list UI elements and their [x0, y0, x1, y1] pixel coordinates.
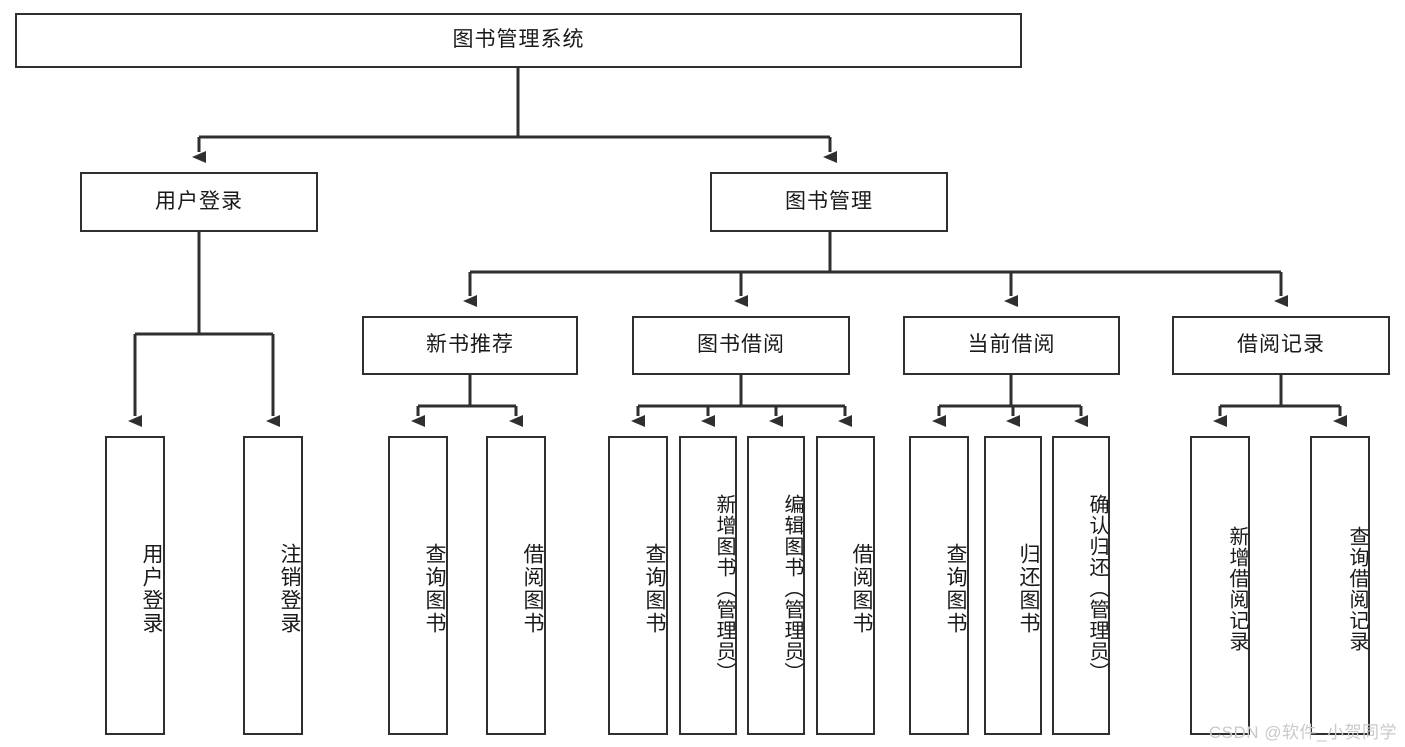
- leaf-query-books-borrow-label: 查询图书: [643, 542, 666, 635]
- node-book-management-label: 图书管理: [785, 189, 873, 213]
- leaf-borrow-books-label: 借阅图书: [850, 542, 873, 635]
- leaf-add-borrow-record-label: 新增借阅记录: [1226, 525, 1248, 652]
- node-current-borrow-label: 当前借阅: [967, 333, 1056, 357]
- node-user-login-label: 用户登录: [155, 189, 243, 213]
- node-root-label: 图书管理系统: [452, 28, 585, 52]
- node-borrow-records[interactable]: 借阅记录: [1172, 316, 1390, 375]
- leaf-query-books-current[interactable]: 查询图书: [909, 436, 969, 735]
- leaf-query-books-new-label: 查询图书: [423, 542, 446, 635]
- node-book-borrow-label: 图书借阅: [697, 333, 785, 357]
- node-root[interactable]: 图书管理系统: [15, 13, 1022, 68]
- leaf-logout-label: 注销登录: [278, 542, 301, 635]
- leaf-add-borrow-record[interactable]: 新增借阅记录: [1190, 436, 1250, 735]
- leaf-query-borrow-record-label: 查询借阅记录: [1346, 525, 1368, 652]
- node-borrow-records-label: 借阅记录: [1237, 333, 1325, 357]
- leaf-borrow-books-new-label: 借阅图书: [521, 542, 544, 635]
- leaf-edit-book-admin[interactable]: 编辑图书（管理员）: [747, 436, 805, 735]
- leaf-borrow-books[interactable]: 借阅图书: [816, 436, 875, 735]
- leaf-query-books-new[interactable]: 查询图书: [388, 436, 448, 735]
- leaf-user-login[interactable]: 用户登录: [105, 436, 165, 735]
- leaf-user-login-label: 用户登录: [140, 542, 163, 635]
- node-new-book-recommend[interactable]: 新书推荐: [362, 316, 578, 375]
- leaf-return-books-label: 归还图书: [1017, 542, 1040, 635]
- node-book-borrow[interactable]: 图书借阅: [632, 316, 850, 375]
- node-current-borrow[interactable]: 当前借阅: [903, 316, 1120, 375]
- node-new-book-recommend-label: 新书推荐: [426, 333, 514, 357]
- leaf-add-book-admin[interactable]: 新增图书（管理员）: [679, 436, 737, 735]
- leaf-borrow-books-new[interactable]: 借阅图书: [486, 436, 546, 735]
- leaf-return-books[interactable]: 归还图书: [984, 436, 1042, 735]
- node-user-login[interactable]: 用户登录: [80, 172, 318, 232]
- leaf-query-borrow-record[interactable]: 查询借阅记录: [1310, 436, 1370, 735]
- leaf-add-book-admin-label: 新增图书（管理员）: [713, 494, 735, 683]
- leaf-confirm-return-admin[interactable]: 确认归还（管理员）: [1052, 436, 1110, 735]
- node-book-management[interactable]: 图书管理: [710, 172, 948, 232]
- leaf-edit-book-admin-label: 编辑图书（管理员）: [781, 494, 803, 683]
- leaf-logout[interactable]: 注销登录: [243, 436, 303, 735]
- leaf-query-books-borrow[interactable]: 查询图书: [608, 436, 668, 735]
- watermark-text: CSDN @软件_小贺同学: [1208, 723, 1397, 742]
- leaf-confirm-return-admin-label: 确认归还（管理员）: [1086, 494, 1108, 683]
- leaf-query-books-current-label: 查询图书: [944, 542, 967, 635]
